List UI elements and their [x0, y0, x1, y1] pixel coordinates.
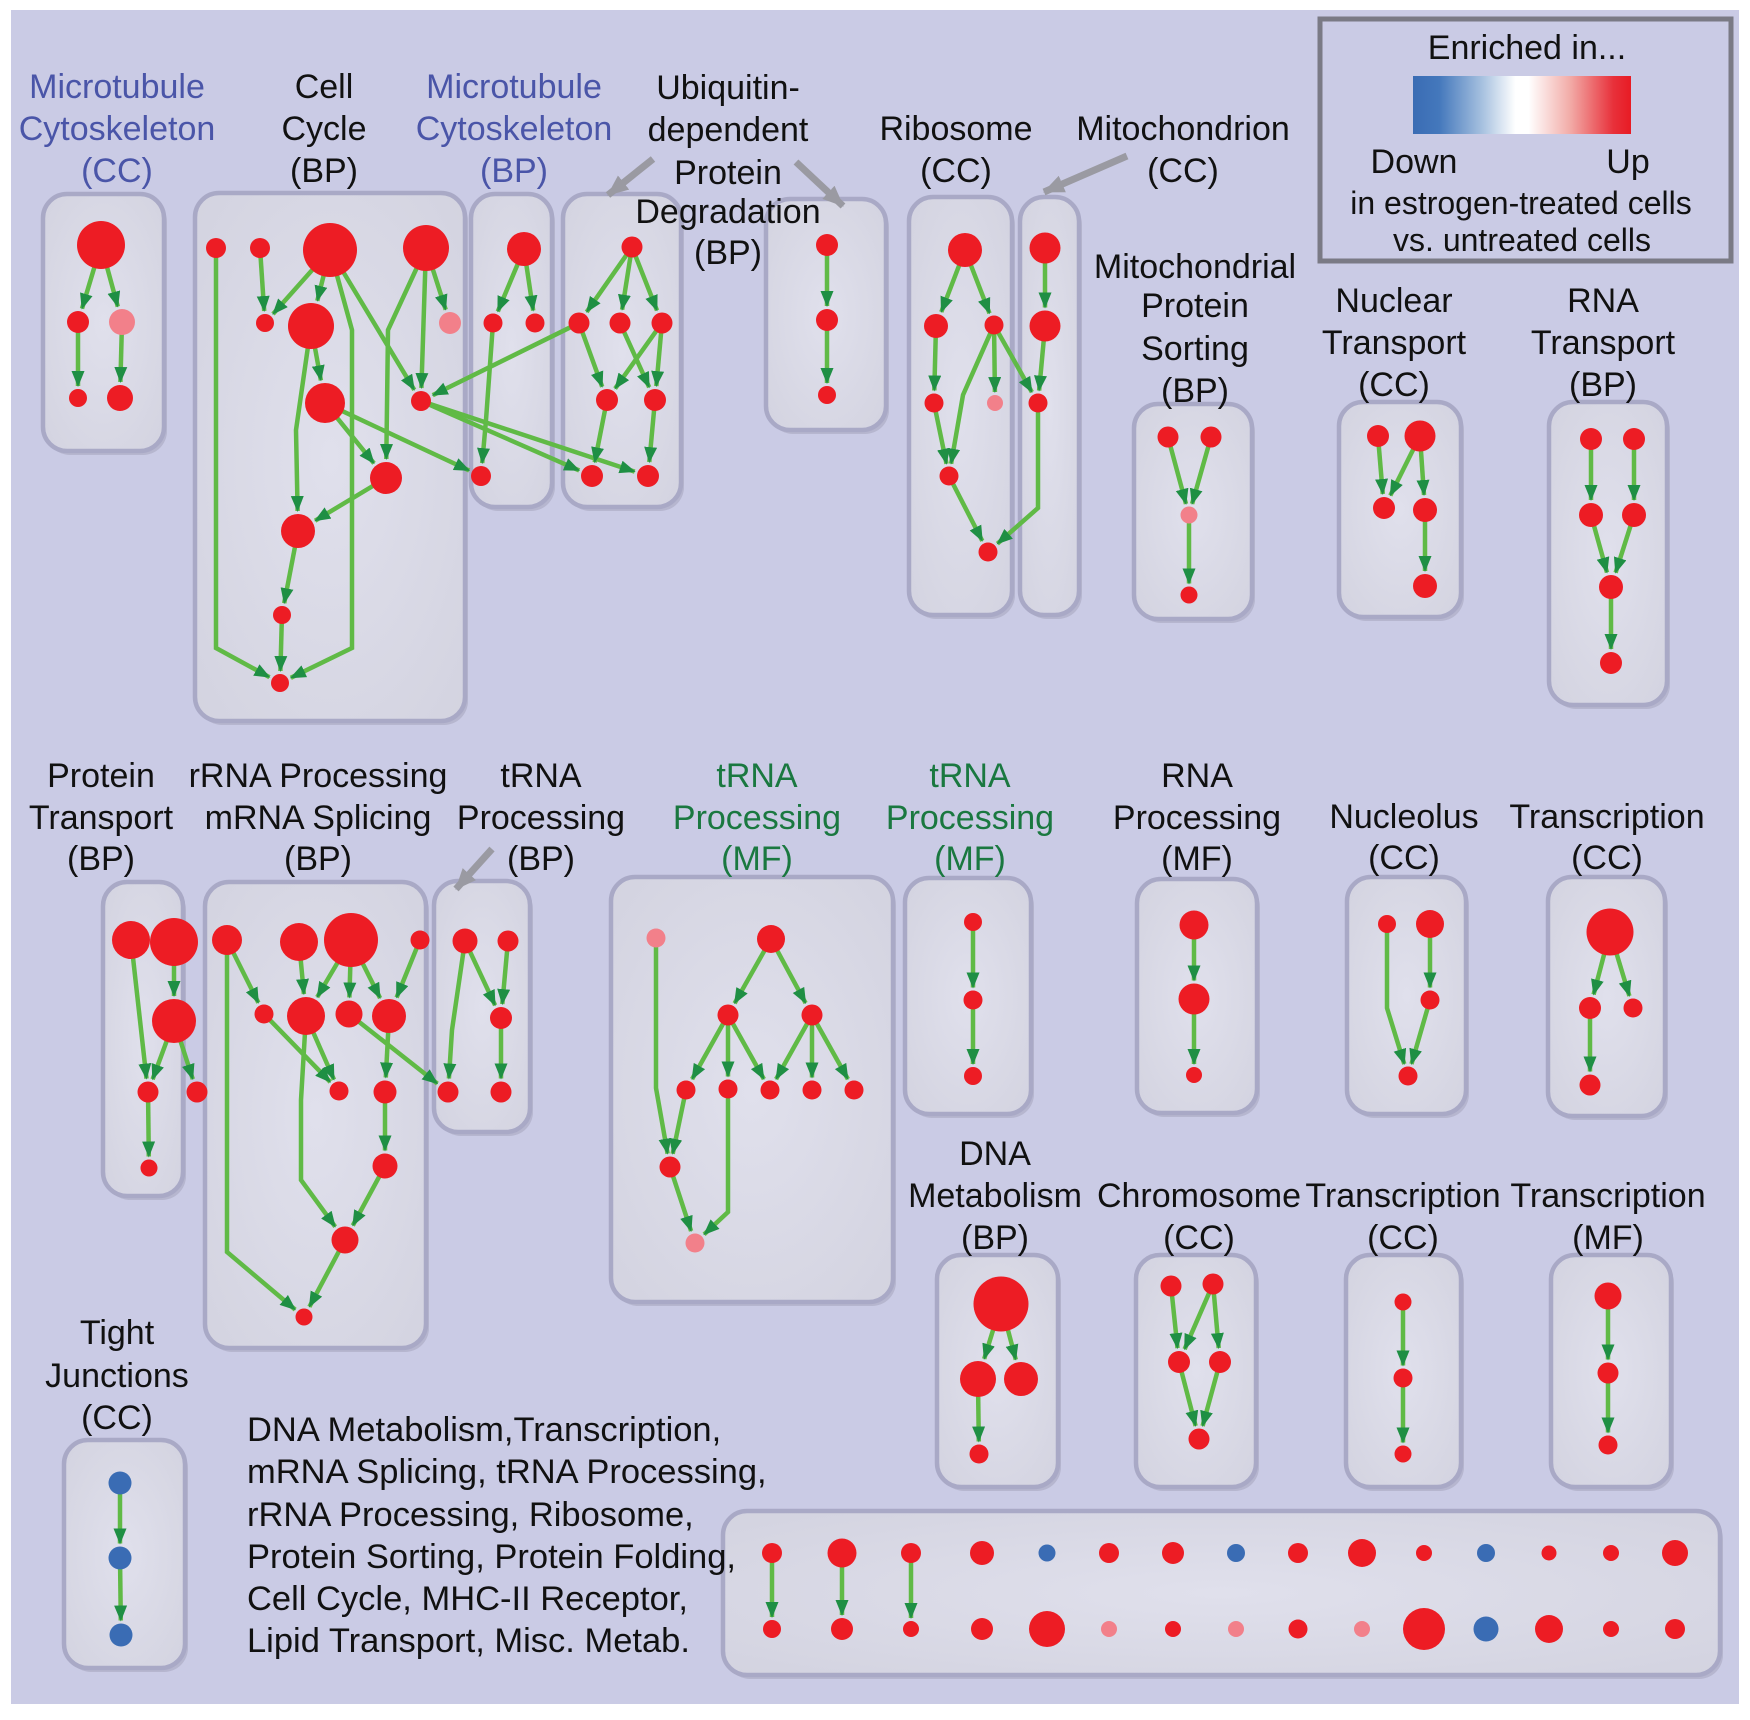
svg-text:Mitochondrial: Mitochondrial — [1094, 248, 1296, 286]
svg-text:tRNA: tRNA — [500, 757, 582, 795]
svg-text:Processing: Processing — [886, 799, 1054, 837]
svg-text:Cell: Cell — [295, 68, 354, 106]
svg-text:(BP): (BP) — [480, 152, 548, 190]
svg-text:(BP): (BP) — [1161, 372, 1229, 410]
svg-text:Protein: Protein — [1141, 287, 1249, 325]
svg-text:Microtubule: Microtubule — [29, 68, 205, 106]
svg-text:rRNA Processing, Ribosome,: rRNA Processing, Ribosome, — [247, 1496, 694, 1534]
svg-text:Chromosome: Chromosome — [1097, 1177, 1301, 1215]
svg-text:tRNA: tRNA — [716, 757, 798, 795]
svg-text:Transcription: Transcription — [1509, 798, 1704, 836]
svg-text:(CC): (CC) — [1368, 839, 1440, 877]
svg-text:DNA Metabolism,Transcription,: DNA Metabolism,Transcription, — [247, 1411, 721, 1449]
svg-text:RNA: RNA — [1161, 757, 1233, 795]
svg-text:Metabolism: Metabolism — [908, 1177, 1082, 1215]
svg-text:(MF): (MF) — [934, 840, 1006, 878]
svg-text:Nucleolus: Nucleolus — [1329, 798, 1478, 836]
svg-text:rRNA Processing: rRNA Processing — [189, 757, 448, 795]
svg-text:(CC): (CC) — [1147, 152, 1219, 190]
svg-text:Junctions: Junctions — [45, 1357, 189, 1395]
svg-text:(CC): (CC) — [1163, 1219, 1235, 1257]
svg-text:Cytoskeleton: Cytoskeleton — [416, 110, 613, 148]
svg-text:RNA: RNA — [1567, 282, 1639, 320]
svg-text:Processing: Processing — [457, 799, 625, 837]
svg-text:Protein Sorting, Protein Foldi: Protein Sorting, Protein Folding, — [247, 1538, 736, 1576]
svg-text:Processing: Processing — [673, 799, 841, 837]
svg-text:(CC): (CC) — [81, 152, 153, 190]
svg-text:(CC): (CC) — [1358, 366, 1430, 404]
svg-text:(MF): (MF) — [1572, 1219, 1644, 1257]
svg-text:Lipid Transport, Misc. Metab.: Lipid Transport, Misc. Metab. — [247, 1622, 690, 1660]
svg-text:Microtubule: Microtubule — [426, 68, 602, 106]
svg-text:tRNA: tRNA — [929, 757, 1011, 795]
svg-text:(BP): (BP) — [67, 840, 135, 878]
svg-text:Cytoskeleton: Cytoskeleton — [19, 110, 216, 148]
svg-text:Down: Down — [1371, 143, 1458, 181]
svg-text:Processing: Processing — [1113, 799, 1281, 837]
svg-text:Enriched in...: Enriched in... — [1428, 29, 1626, 67]
svg-text:Ubiquitin-: Ubiquitin- — [656, 69, 800, 107]
svg-text:Transcription: Transcription — [1510, 1177, 1705, 1215]
svg-text:Mitochondrion: Mitochondrion — [1076, 110, 1290, 148]
svg-text:(CC): (CC) — [920, 152, 992, 190]
svg-text:Up: Up — [1606, 143, 1649, 181]
svg-text:(CC): (CC) — [81, 1399, 153, 1437]
svg-text:Transcription: Transcription — [1305, 1177, 1500, 1215]
svg-text:(MF): (MF) — [721, 840, 793, 878]
svg-text:Cycle: Cycle — [281, 110, 366, 148]
svg-text:mRNA Splicing, tRNA Processing: mRNA Splicing, tRNA Processing, — [247, 1453, 767, 1491]
svg-text:Protein: Protein — [674, 154, 782, 192]
svg-text:Nuclear: Nuclear — [1335, 282, 1452, 320]
svg-text:Cell Cycle, MHC-II Receptor,: Cell Cycle, MHC-II Receptor, — [247, 1580, 688, 1618]
svg-text:(BP): (BP) — [961, 1219, 1029, 1257]
svg-text:Protein: Protein — [47, 757, 155, 795]
svg-text:Tight: Tight — [80, 1314, 155, 1352]
svg-text:Transport: Transport — [1322, 324, 1467, 362]
svg-text:Ribosome: Ribosome — [879, 110, 1032, 148]
svg-text:(BP): (BP) — [694, 234, 762, 272]
svg-text:(MF): (MF) — [1161, 840, 1233, 878]
svg-text:DNA: DNA — [959, 1135, 1031, 1173]
svg-text:mRNA Splicing: mRNA Splicing — [205, 799, 432, 837]
svg-text:Transport: Transport — [1531, 324, 1676, 362]
svg-text:(CC): (CC) — [1367, 1219, 1439, 1257]
svg-text:(BP): (BP) — [284, 840, 352, 878]
svg-text:in estrogen-treated cells: in estrogen-treated cells — [1350, 185, 1692, 221]
svg-text:Degradation: Degradation — [635, 193, 820, 231]
svg-text:vs. untreated cells: vs. untreated cells — [1393, 222, 1651, 258]
svg-text:Sorting: Sorting — [1141, 330, 1249, 368]
svg-text:Transport: Transport — [29, 799, 174, 837]
svg-text:(CC): (CC) — [1571, 839, 1643, 877]
svg-text:dependent: dependent — [648, 111, 809, 149]
svg-text:(BP): (BP) — [507, 840, 575, 878]
svg-text:(BP): (BP) — [290, 152, 358, 190]
svg-text:(BP): (BP) — [1569, 366, 1637, 404]
